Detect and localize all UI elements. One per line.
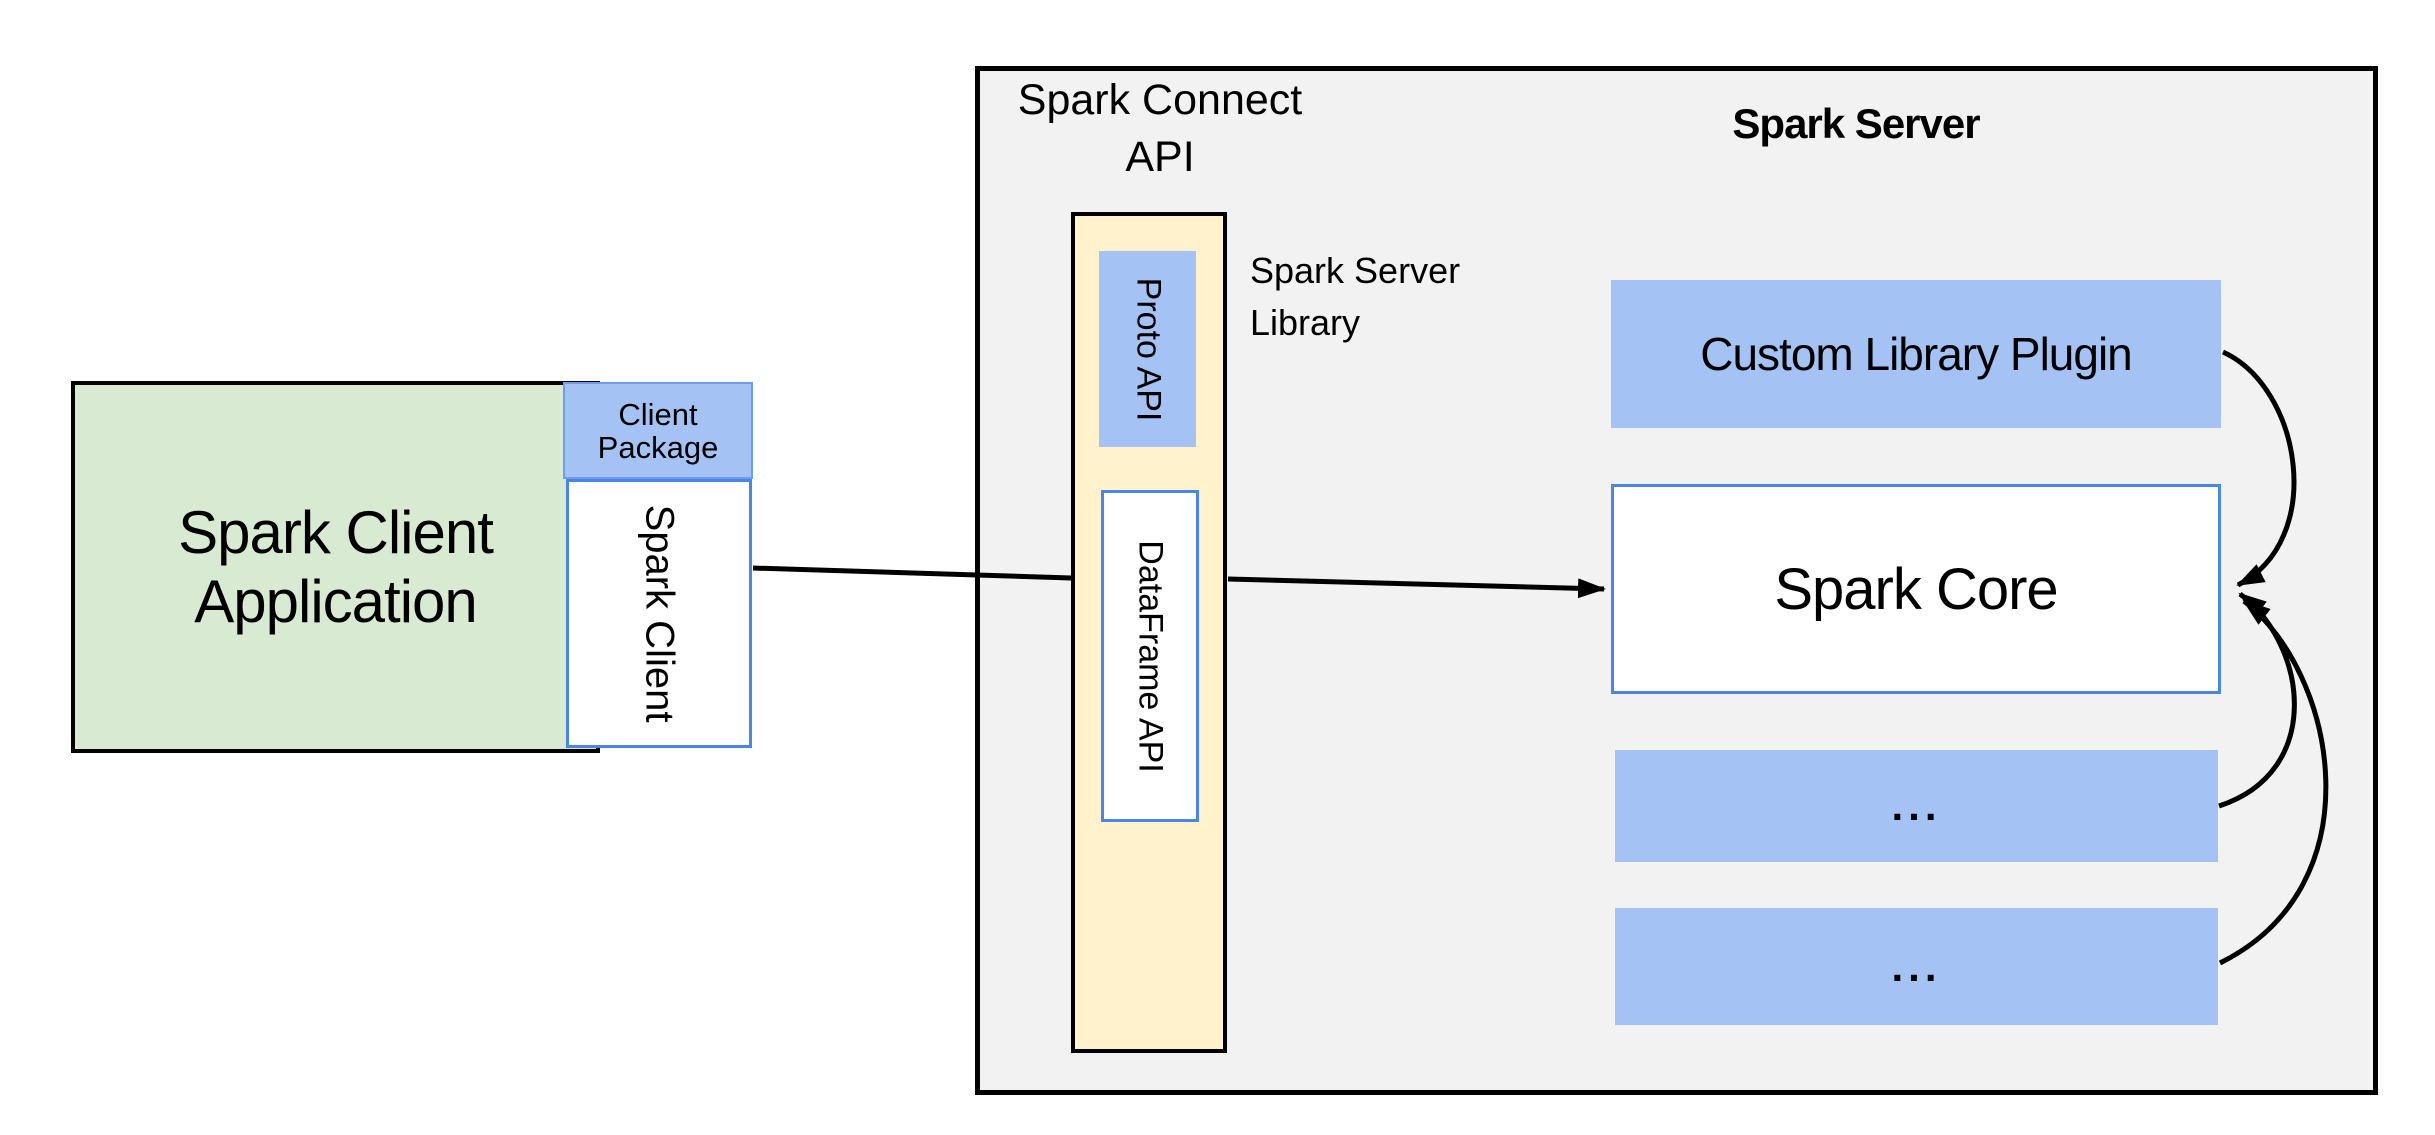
spark-client-application-box: Spark Client Application <box>71 381 600 753</box>
other-plugin-box-1: ... <box>1615 750 2218 862</box>
proto-api-label: Proto API <box>1129 277 1168 421</box>
spark-server-library-label: Spark Server Library <box>1250 245 1610 349</box>
spark-server-title: Spark Server <box>1732 100 1980 147</box>
spark-connect-api-title-line2: API <box>1125 133 1195 181</box>
spark-client-application-label-line2: Application <box>194 568 478 635</box>
spark-connect-api-title-line1: Spark Connect <box>1017 76 1303 124</box>
custom-library-plugin-box: Custom Library Plugin <box>1611 280 2221 428</box>
other-plugin-box-1-label: ... <box>1891 782 1942 829</box>
custom-library-plugin-label: Custom Library Plugin <box>1700 328 2133 380</box>
other-plugin-box-2: ... <box>1615 908 2218 1025</box>
spark-client-application-label: Spark Client Application <box>178 498 494 636</box>
proto-api-box: Proto API <box>1099 251 1196 447</box>
dataframe-api-box: DataFrame API <box>1101 490 1199 822</box>
client-package-box: Client Package <box>563 382 753 479</box>
spark-client-label: Spark Client <box>637 504 682 723</box>
client-package-label: Client Package <box>598 398 719 464</box>
client-package-label-line1: Client <box>618 396 698 432</box>
spark-connect-api-title: Spark Connect API <box>960 72 1360 186</box>
spark-core-box: Spark Core <box>1611 484 2221 694</box>
client-package-label-line2: Package <box>597 429 719 465</box>
spark-core-label: Spark Core <box>1774 556 2058 622</box>
spark-server-library-label-line2: Library <box>1250 302 1361 343</box>
spark-server-library-label-line1: Spark Server <box>1250 250 1461 291</box>
dataframe-api-label: DataFrame API <box>1131 539 1170 773</box>
spark-client-application-label-line1: Spark Client <box>178 499 494 566</box>
other-plugin-box-2-label: ... <box>1891 942 1942 990</box>
spark-client-box: Spark Client <box>566 479 752 748</box>
